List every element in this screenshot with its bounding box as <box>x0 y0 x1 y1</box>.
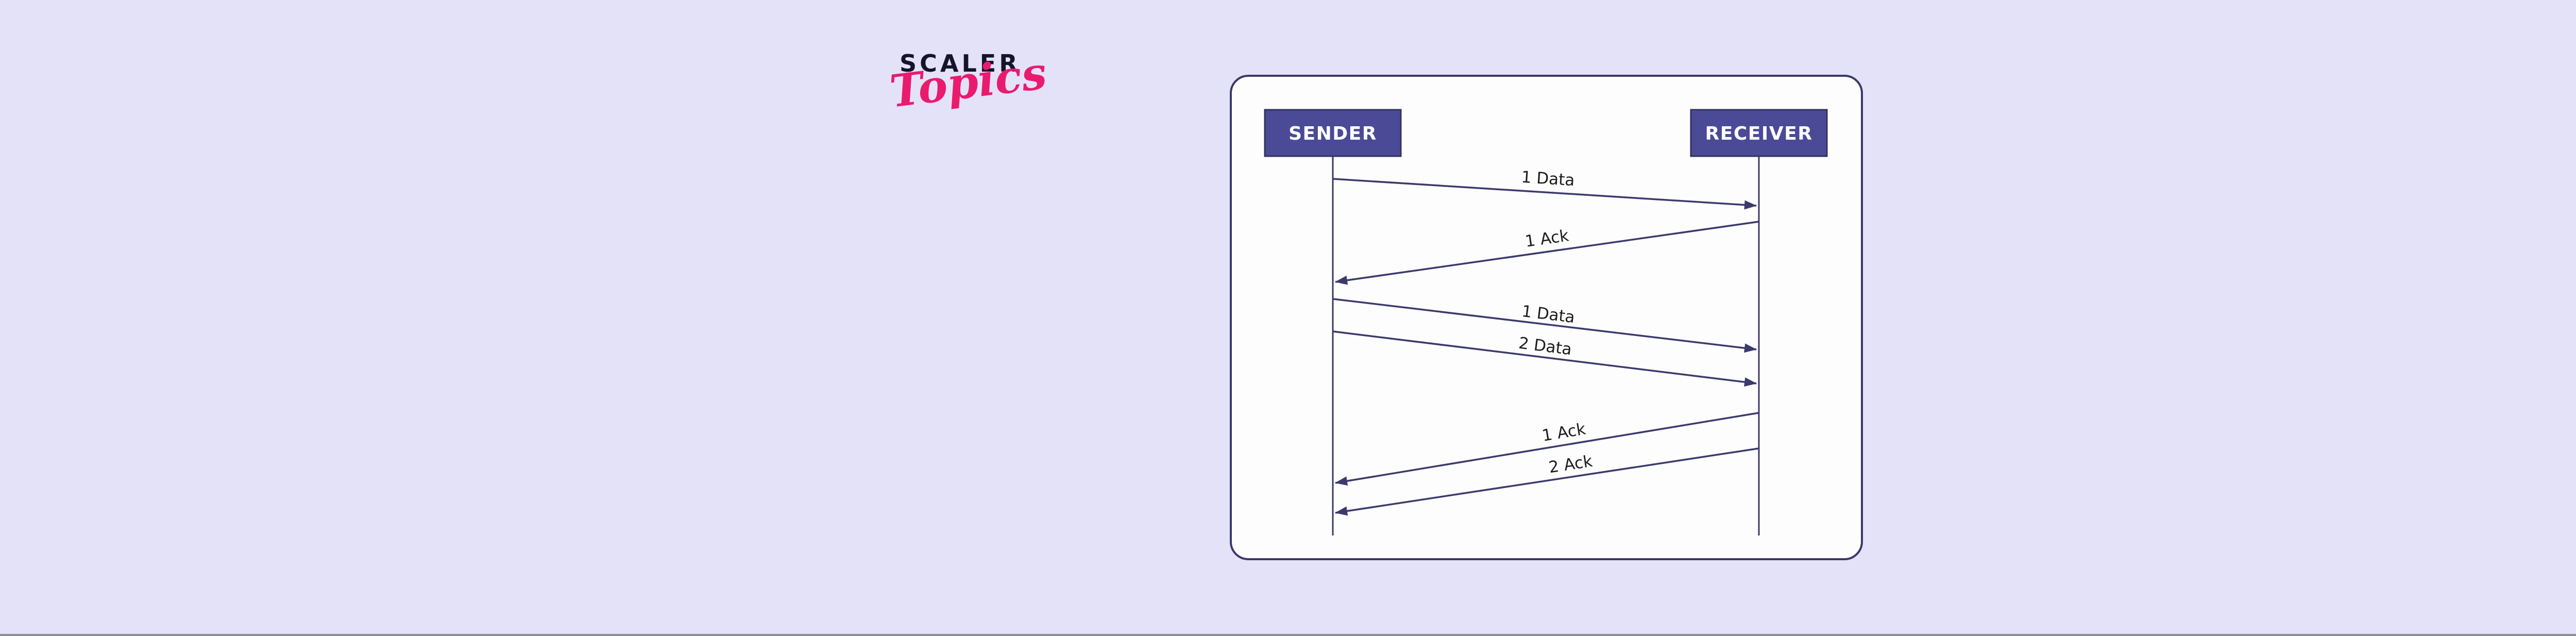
logo-brand-text: SCALER <box>900 49 1021 77</box>
sequence-diagram-svg: SENDER RECEIVER 1 Data 1 Ack 1 Data 2 Da… <box>1230 75 1863 560</box>
message-arrow-2-ack <box>1335 447 1759 516</box>
bottom-divider <box>0 634 2576 636</box>
message-label-1-data: 1 Data <box>1521 168 1575 190</box>
message-arrow-1-data <box>1332 178 1757 210</box>
message-arrow-1-ack <box>1335 221 1759 285</box>
message-arrow-2-data <box>1332 330 1757 387</box>
actor-sender-label: SENDER <box>1289 123 1377 144</box>
actor-receiver-label: RECEIVER <box>1705 123 1813 144</box>
diagram-card <box>1230 75 1863 560</box>
message-arrow-1-ack-late <box>1335 412 1759 486</box>
actor-sender-box <box>1264 109 1402 157</box>
scaler-topics-logo: SCALER Topics <box>887 47 1049 158</box>
message-arrow-1-data-retransmit <box>1332 298 1757 353</box>
sequence-diagram: SENDER RECEIVER 1 Data 1 Ack 1 Data 2 Da… <box>1230 75 1863 560</box>
actor-receiver-box <box>1690 109 1828 157</box>
